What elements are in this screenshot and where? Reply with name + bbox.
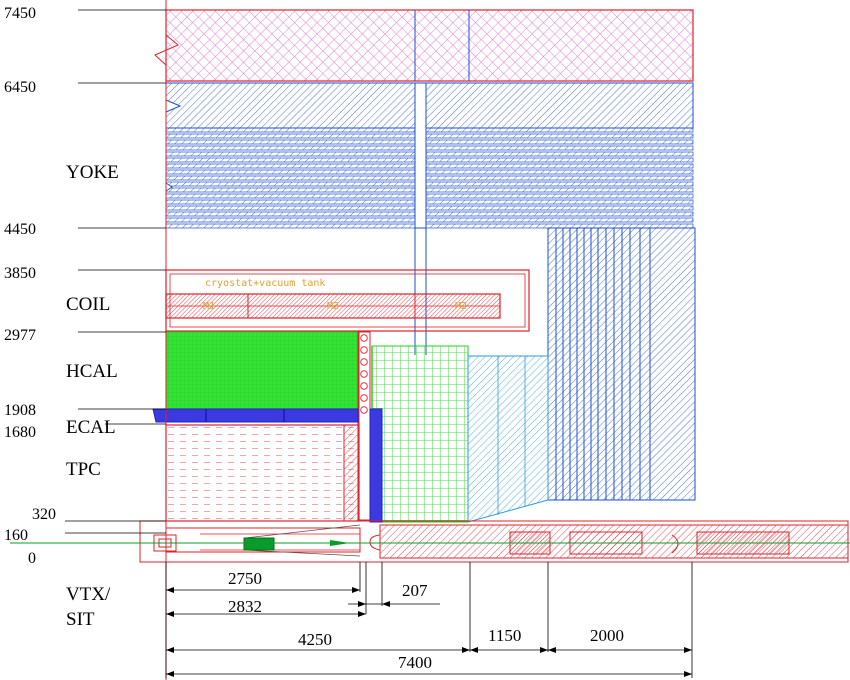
yoke-plate [165, 193, 694, 199]
radius-4450: 4450 [4, 221, 36, 238]
hcal-support-hole [360, 406, 368, 414]
yoke-plate [165, 199, 694, 205]
length-4250: 4250 [298, 630, 332, 649]
ecal-endcap [369, 408, 383, 523]
yoke-plate [165, 127, 694, 133]
label-hcal: HCAL [66, 361, 118, 382]
yoke-plate [165, 223, 694, 229]
cryostat-label: cryostat+vacuum tank [205, 278, 325, 289]
tpc [165, 332, 360, 522]
radius-3850: 3850 [4, 265, 36, 282]
yoke-plate [165, 145, 694, 151]
hcal-endcap [371, 345, 469, 523]
length-2000: 2000 [590, 626, 624, 645]
label-vtx: VTX/ [66, 584, 111, 605]
radius-320: 320 [32, 506, 56, 523]
label-ecal: ECAL [66, 417, 116, 438]
length-2750: 2750 [228, 569, 262, 588]
coil-section-2: M2 [327, 301, 339, 312]
yoke-plate [165, 133, 694, 139]
forward-region [10, 520, 850, 563]
length-7400: 7400 [398, 653, 432, 672]
hcal-support-hole [360, 382, 368, 390]
hcal-support-hole [360, 394, 368, 402]
yoke-plate [165, 139, 694, 145]
yoke-endcap [547, 227, 696, 501]
hcal-support-hole [360, 334, 368, 342]
radius-6450: 6450 [4, 79, 36, 96]
length-1150: 1150 [488, 626, 521, 645]
coil: M1 M2 M2 [165, 293, 501, 319]
radius-2977: 2977 [4, 327, 36, 344]
hcal-support-hole [360, 358, 368, 366]
label-yoke: YOKE [66, 162, 119, 183]
radius-leaders [65, 9, 166, 534]
label-tpc: TPC [66, 459, 101, 480]
yoke-plate [165, 205, 694, 211]
coil-section-3: M2 [455, 301, 467, 312]
yoke-plate [165, 175, 694, 181]
yoke-barrel [165, 82, 694, 229]
yoke-plate [165, 211, 694, 217]
label-sit: SIT [66, 609, 95, 630]
yoke-plate [165, 217, 694, 223]
hcal-support-hole [360, 346, 368, 354]
yoke-plate [165, 157, 694, 163]
coil-section-1: M1 [203, 301, 215, 312]
yoke-plate [165, 187, 694, 193]
yoke-plate [165, 151, 694, 157]
endcap-plug [467, 355, 549, 523]
dimension-lines [165, 562, 693, 678]
yoke-outer-ring [165, 9, 694, 82]
radius-1908: 1908 [4, 402, 36, 419]
length-207: 207 [402, 581, 428, 600]
hcal-support-column [357, 331, 371, 521]
radius-160: 160 [4, 527, 28, 544]
radius-0: 0 [28, 550, 36, 567]
radius-1680: 1680 [4, 424, 36, 441]
yoke-plate [165, 181, 694, 187]
yoke-plate [165, 163, 694, 169]
yoke-plate [165, 169, 694, 175]
hcal-barrel [165, 331, 359, 410]
label-coil: COIL [66, 294, 110, 315]
length-2832: 2832 [228, 597, 262, 616]
ecal-barrel [152, 408, 359, 423]
hcal-support-hole [360, 370, 368, 378]
radius-7450: 7450 [4, 5, 36, 22]
